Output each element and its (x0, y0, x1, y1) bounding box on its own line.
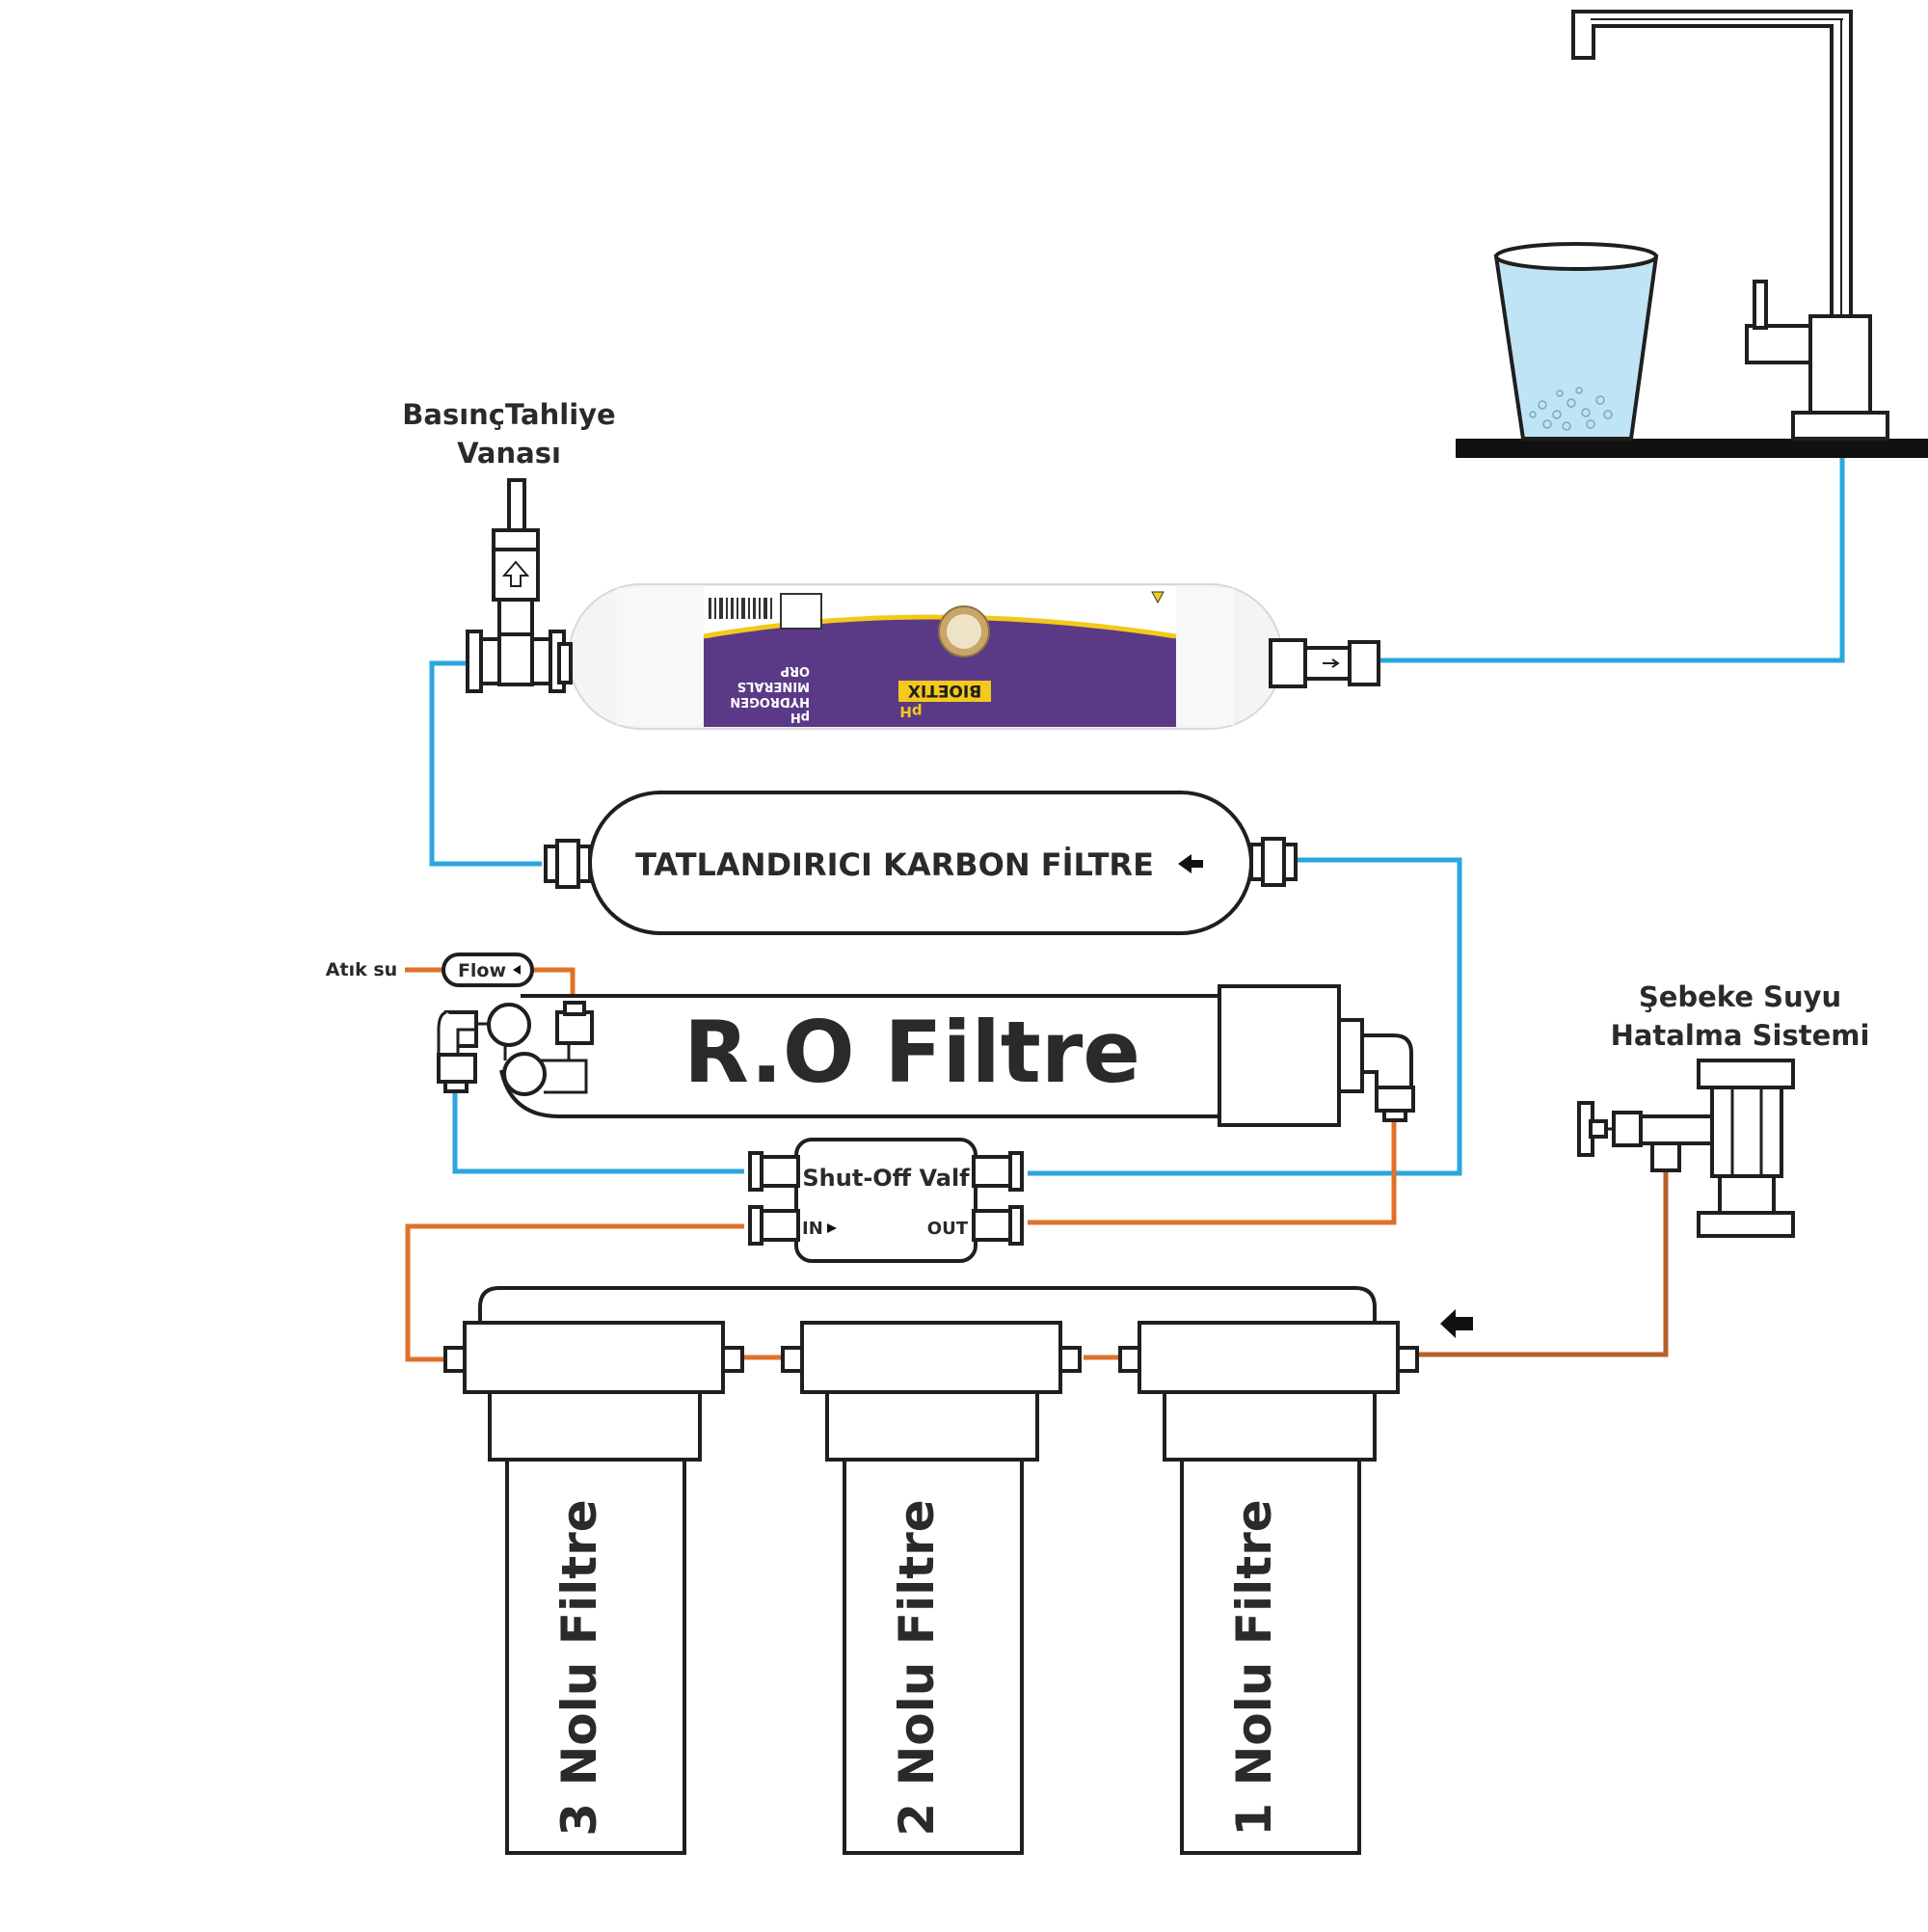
pipes (405, 458, 1845, 1362)
pipe-shutoff-out (1028, 1118, 1397, 1225)
pressure-valve-label-1: BasınçTahliye (402, 398, 615, 431)
water-glass-icon (1493, 255, 1659, 441)
faucet-handle[interactable] (1753, 280, 1768, 330)
prefilter-housings: 3 Nolu Filtre 2 Nolu Filtre 1 Nolu Filtr… (443, 1286, 1473, 1855)
countertop (1456, 439, 1928, 458)
brand-badge (898, 681, 991, 702)
filter-3: 3 Nolu Filtre (443, 1321, 744, 1855)
barcode-icon (709, 598, 772, 619)
faucet-icon (1571, 10, 1853, 318)
ph-outlet-fitting (1269, 638, 1307, 688)
pressure-valve-label-2: Vanası (457, 437, 561, 470)
faucet-assembly (1456, 10, 1928, 458)
ph-badge: pH (899, 703, 922, 720)
flow-arrow-icon (513, 965, 521, 975)
pipe-faucet-feed (1379, 458, 1845, 663)
shutoff-in-label: IN (802, 1219, 823, 1239)
mains-label-1: Şebeke Suyu (1639, 980, 1841, 1013)
filter-1-label: 1 Nolu Filtre (1226, 1499, 1282, 1836)
faucet-body (1808, 314, 1872, 415)
brand-name: BIOETIX (908, 681, 981, 700)
pipe-mains (1419, 1172, 1669, 1357)
pipe-carbon-to-shutoff (1028, 857, 1462, 1176)
ph-feature-list: pH HYDROGEN MINERALS ORP (730, 663, 810, 724)
filter-1: 1 Nolu Filtre (1118, 1321, 1419, 1855)
shutoff-valve-label: Shut-Off Valf (802, 1165, 970, 1192)
inlet-arrow-icon (1440, 1309, 1473, 1338)
shutoff-out-label: OUT (927, 1219, 969, 1239)
ph-cartridge: BIOETIX pH pH HYDROGEN MINERALS ORP (557, 583, 1380, 730)
ro-filter: R.O Filtre (437, 984, 1415, 1127)
filter-3-label: 3 Nolu Filtre (551, 1499, 607, 1836)
faucet-handle-base (1745, 324, 1812, 364)
waste-water-label: Atık su (326, 959, 397, 980)
mains-label-2: Hatalma Sistemi (1611, 1019, 1870, 1052)
feature-4: ORP (780, 663, 810, 678)
feature-2: HYDROGEN (730, 694, 810, 709)
filter-2: 2 Nolu Filtre (781, 1321, 1082, 1855)
carbon-filter: TATLANDIRICI KARBON FİLTRE (544, 791, 1298, 935)
ph-label-purple (704, 617, 1176, 727)
bubbles-icon (1529, 387, 1613, 431)
warning-icon (1151, 591, 1165, 604)
flow-restrictor: Flow (442, 953, 534, 987)
qr-code-icon (780, 593, 822, 630)
pipe-ro-to-shutoff (452, 1089, 744, 1174)
shutoff-valve: Shut-Off Valf IN OUT (748, 1138, 1024, 1263)
pressure-relief-valve[interactable] (466, 478, 566, 693)
filter-2-label: 2 Nolu Filtre (889, 1499, 945, 1836)
faucet-mount (1791, 411, 1889, 441)
mains-supply-valve[interactable] (1577, 1059, 1795, 1238)
pipe-shutoff-in (405, 1223, 744, 1362)
flow-label: Flow (458, 960, 506, 981)
pipe-ph-to-carbon (429, 660, 542, 867)
arrow-up-icon (501, 560, 530, 587)
feature-1: pH (790, 710, 810, 724)
in-arrow-icon (827, 1223, 837, 1233)
feature-3: MINERALS (737, 679, 810, 693)
carbon-filter-label: TATLANDIRICI KARBON FİLTRE (635, 846, 1154, 883)
arrow-left-icon (1178, 854, 1203, 873)
ro-filter-label: R.O Filtre (683, 1003, 1140, 1102)
